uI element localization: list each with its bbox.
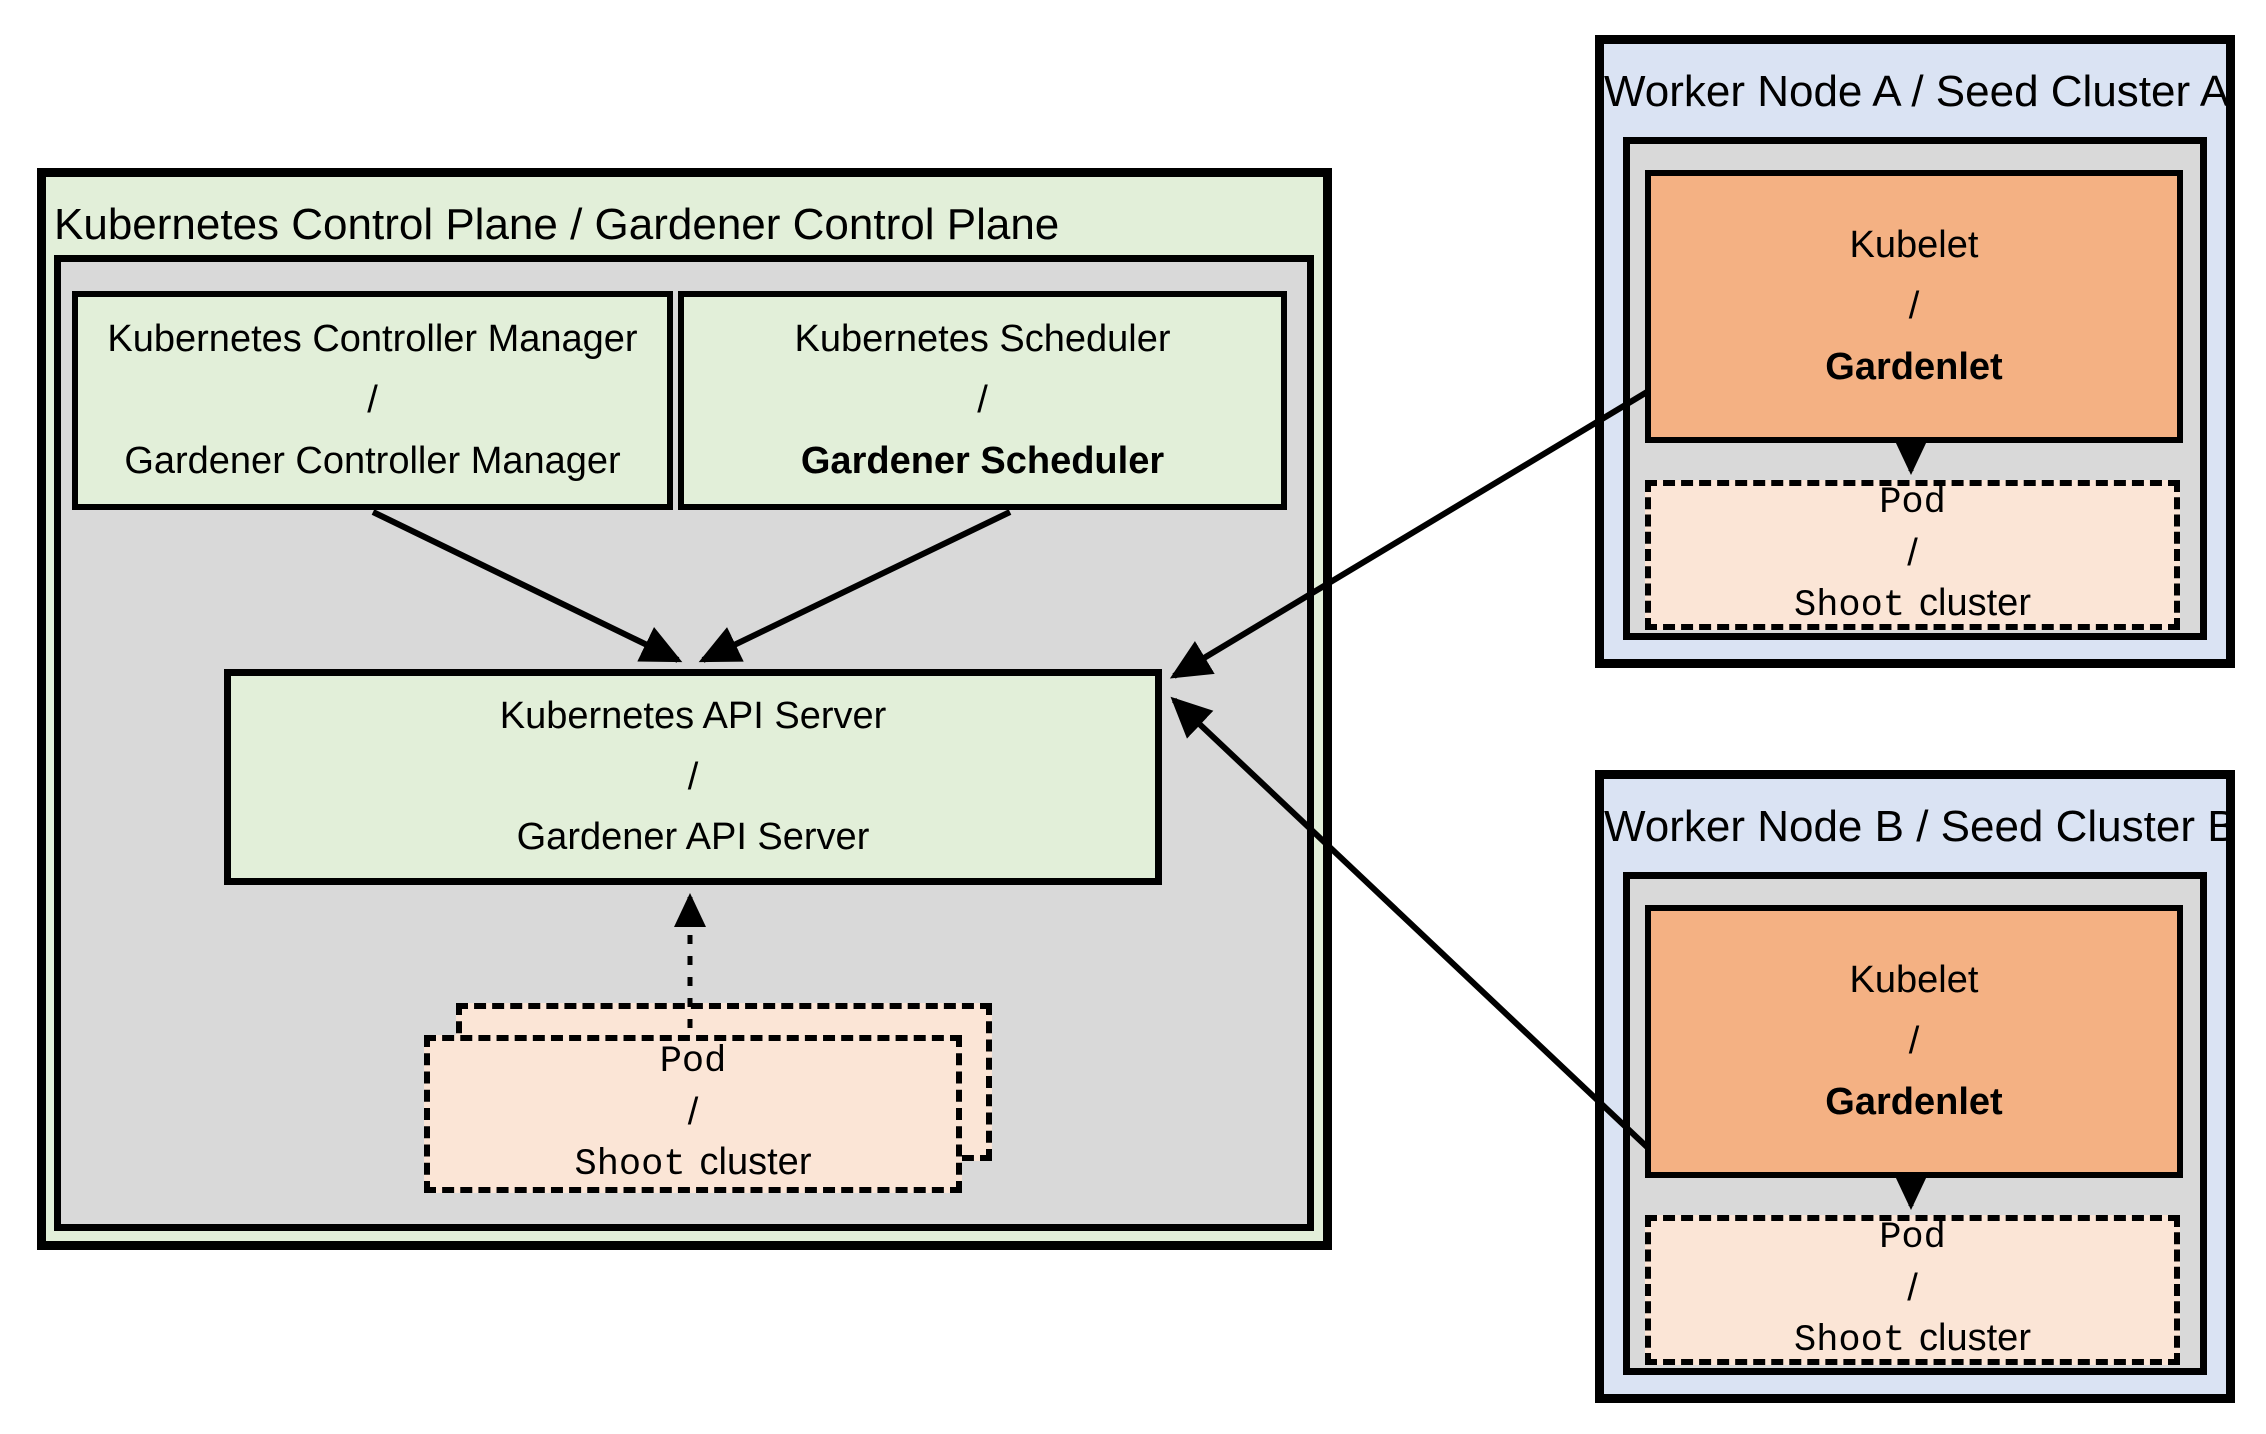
- pod-a-cluster-word: cluster: [1919, 582, 2031, 625]
- worker-node-a-inner-panel: Kubelet / Gardenlet Pod / Shoot cluster: [1623, 137, 2207, 640]
- kubelet-b-slash: /: [1908, 1020, 1920, 1063]
- pod-cluster-word: cluster: [699, 1141, 812, 1184]
- controller-manager-slash: /: [367, 379, 378, 422]
- pod-a-line3: Shoot cluster: [1794, 578, 2031, 631]
- scheduler-line3: Gardener Scheduler: [800, 439, 1165, 482]
- kubelet-b-line1: Kubelet: [1849, 959, 1979, 1002]
- controller-manager-line3: Gardener Controller Manager: [124, 439, 621, 482]
- kubelet-a-box: Kubelet / Gardenlet: [1645, 170, 2183, 443]
- worker-node-b-title: Worker Node B / Seed Cluster B: [1604, 802, 2237, 851]
- kubelet-a-line1: Kubelet: [1849, 224, 1979, 267]
- control-plane-inner-panel: Kubernetes Controller Manager / Gardener…: [54, 255, 1314, 1231]
- pod-b-line3: Shoot cluster: [1794, 1313, 2031, 1366]
- kubelet-a-slash: /: [1908, 285, 1920, 328]
- worker-node-a-title: Worker Node A / Seed Cluster A: [1604, 67, 2230, 116]
- worker-node-a-box: Worker Node A / Seed Cluster A Kubelet /…: [1595, 35, 2235, 668]
- api-server-line3: Gardener API Server: [516, 816, 870, 859]
- pod-line1: Pod: [659, 1041, 727, 1084]
- worker-node-b-inner-panel: Kubelet / Gardenlet Pod / Shoot cluster: [1623, 872, 2207, 1375]
- pod-shoot-box-a: Pod / Shoot cluster: [1645, 480, 2180, 630]
- api-server-box: Kubernetes API Server / Gardener API Ser…: [224, 669, 1162, 885]
- kubelet-b-line3: Gardenlet: [1825, 1080, 2003, 1123]
- scheduler-slash: /: [977, 379, 988, 422]
- pod-b-slash: /: [1907, 1266, 1918, 1309]
- kubelet-b-box: Kubelet / Gardenlet: [1645, 905, 2183, 1178]
- pod-a-shoot-word: Shoot: [1794, 585, 1906, 628]
- pod-b-line1: Pod: [1879, 1217, 1946, 1260]
- control-plane-box: Kubernetes Control Plane / Gardener Cont…: [37, 168, 1332, 1250]
- control-plane-title: Kubernetes Control Plane / Gardener Cont…: [54, 200, 1060, 249]
- worker-node-b-box: Worker Node B / Seed Cluster B Kubelet /…: [1595, 770, 2237, 1403]
- pod-line3: Shoot cluster: [575, 1137, 812, 1190]
- pod-b-cluster-word: cluster: [1919, 1317, 2031, 1360]
- pod-a-slash: /: [1907, 531, 1918, 574]
- scheduler-box: Kubernetes Scheduler / Gardener Schedule…: [678, 291, 1287, 510]
- pod-a-line1: Pod: [1879, 482, 1946, 525]
- controller-manager-line1: Kubernetes Controller Manager: [107, 318, 638, 361]
- controller-manager-box: Kubernetes Controller Manager / Gardener…: [72, 291, 673, 510]
- api-server-slash: /: [687, 755, 699, 798]
- pod-slash: /: [687, 1090, 699, 1133]
- pod-shoot-box-b: Pod / Shoot cluster: [1645, 1215, 2180, 1365]
- pod-shoot-box-front: Pod / Shoot cluster: [424, 1035, 962, 1193]
- pod-shoot-word: Shoot: [574, 1144, 686, 1187]
- api-server-line1: Kubernetes API Server: [499, 694, 887, 737]
- pod-b-shoot-word: Shoot: [1794, 1320, 1906, 1363]
- kubelet-a-line3: Gardenlet: [1825, 345, 2003, 388]
- scheduler-line1: Kubernetes Scheduler: [794, 318, 1171, 361]
